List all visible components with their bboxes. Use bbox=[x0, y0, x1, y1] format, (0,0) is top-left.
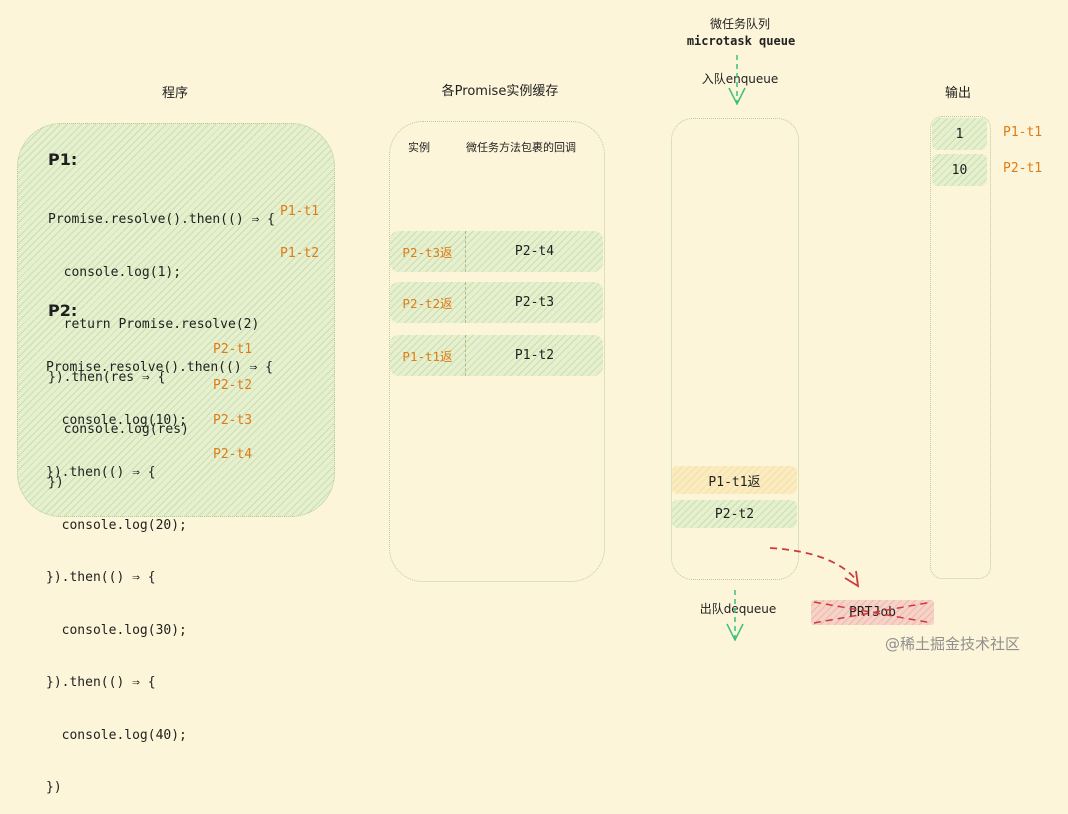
col-header-callback: 微任务方法包裹的回调 bbox=[466, 141, 576, 154]
cache-row-instance: P1-t1返 bbox=[402, 349, 453, 364]
dequeue-label: 出队dequeue bbox=[699, 602, 777, 616]
p1-t2-tag: P1-t2 bbox=[280, 246, 320, 261]
row-divider bbox=[465, 335, 466, 376]
code-line: console.log(10); bbox=[46, 412, 187, 428]
p1-title: P1: bbox=[48, 150, 78, 169]
prtjob-box: PRTJob bbox=[811, 600, 934, 625]
p1-t1-tag: P1-t1 bbox=[280, 204, 320, 219]
output-item: 10 bbox=[932, 154, 987, 186]
code-line: Promise.resolve().then(() ⇒ { bbox=[46, 360, 273, 375]
code-line: }).then(() ⇒ { bbox=[46, 675, 156, 690]
code-line: console.log(20); bbox=[46, 517, 187, 533]
code-line: console.log(40); bbox=[46, 727, 187, 743]
code-line: console.log(1); bbox=[48, 264, 182, 280]
microtask-queue-panel bbox=[671, 118, 799, 580]
col-header-instance: 实例 bbox=[408, 141, 430, 154]
code-line: console.log(res) bbox=[48, 422, 189, 437]
output-item: 1 bbox=[932, 118, 987, 150]
output-item-tag: P2-t1 bbox=[1003, 161, 1043, 176]
queue-item: P2-t2 bbox=[672, 500, 797, 528]
code-line: }).then(() ⇒ { bbox=[46, 465, 156, 480]
code-line: }).then(() ⇒ { bbox=[46, 570, 156, 585]
watermark: @稀土掘金技术社区 bbox=[885, 635, 1021, 653]
program-heading: 程序 bbox=[161, 86, 188, 101]
code-line: }) bbox=[48, 474, 64, 490]
prtjob-cross bbox=[813, 601, 933, 624]
p2-code: Promise.resolve().then(() ⇒ { console.lo… bbox=[46, 324, 273, 814]
microtask-queue-heading-cn: 微任务队列 bbox=[709, 17, 770, 31]
code-line: }) bbox=[46, 780, 62, 795]
queue-item: P1-t1返 bbox=[672, 466, 797, 494]
output-panel bbox=[930, 116, 991, 579]
cache-row: P2-t2返 P2-t3 bbox=[390, 282, 603, 323]
p2-t2-tag: P2-t2 bbox=[213, 378, 253, 393]
cache-row-callback: P2-t4 bbox=[514, 244, 555, 259]
microtask-queue-heading-en: microtask queue bbox=[686, 34, 796, 48]
cache-row: P2-t3返 P2-t4 bbox=[390, 231, 603, 272]
promise-cache-panel bbox=[389, 121, 605, 582]
p2-t4-tag: P2-t4 bbox=[213, 447, 253, 462]
output-item-tag: P1-t1 bbox=[1003, 125, 1043, 140]
promise-cache-heading: 各Promise实例缓存 bbox=[441, 84, 559, 99]
p1-code: Promise.resolve().then(() ⇒ { console.lo… bbox=[48, 176, 275, 509]
code-line: console.log(30); bbox=[46, 622, 187, 638]
p2-t1-tag: P2-t1 bbox=[213, 342, 253, 357]
prtjob-label: PRTJob bbox=[849, 605, 896, 620]
cache-row-callback: P2-t3 bbox=[514, 295, 555, 310]
diagram-arrows bbox=[726, 55, 933, 642]
cache-row-instance: P2-t3返 bbox=[402, 245, 453, 260]
row-divider bbox=[465, 282, 466, 323]
cache-row-instance: P2-t2返 bbox=[402, 296, 453, 311]
program-panel bbox=[17, 123, 335, 517]
prtjob-arrow bbox=[769, 547, 860, 588]
p2-title: P2: bbox=[48, 301, 78, 320]
enqueue-label: 入队enqueue bbox=[701, 72, 779, 86]
code-line: Promise.resolve().then(() ⇒ { bbox=[48, 212, 275, 227]
cache-row: P1-t1返 P1-t2 bbox=[390, 335, 603, 376]
code-line: }).then(res ⇒ { bbox=[48, 369, 166, 385]
cache-row-callback: P1-t2 bbox=[514, 348, 555, 363]
output-heading: 输出 bbox=[944, 86, 971, 101]
p2-t3-tag: P2-t3 bbox=[213, 413, 253, 428]
enqueue-arrow bbox=[728, 55, 746, 106]
dequeue-arrow bbox=[726, 590, 744, 642]
code-line: return Promise.resolve(2) bbox=[48, 317, 260, 332]
row-divider bbox=[465, 231, 466, 272]
